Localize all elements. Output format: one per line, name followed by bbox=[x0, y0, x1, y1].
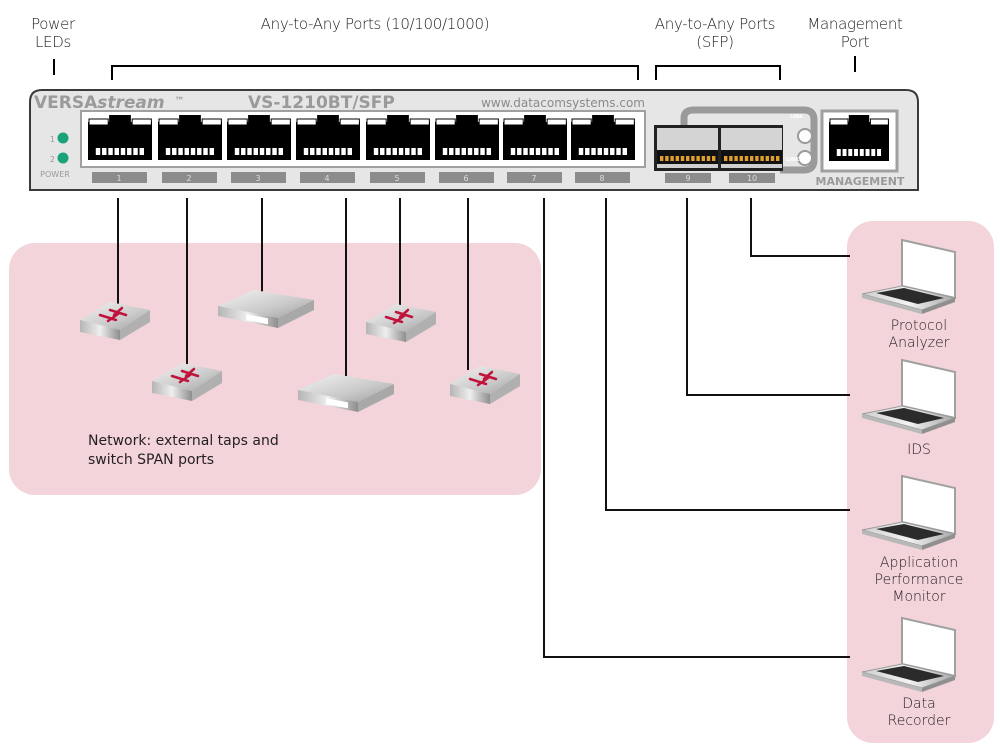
tool-name-3-line-2: Performance bbox=[875, 572, 964, 588]
port-number-7: 7 bbox=[531, 174, 536, 183]
port-number-10: 10 bbox=[747, 174, 757, 183]
tool-name-2-line-1: IDS bbox=[907, 442, 931, 458]
port-number-8: 8 bbox=[599, 174, 604, 183]
link-label-2: LINK bbox=[786, 157, 800, 163]
laptop-icon bbox=[861, 474, 957, 550]
port-number-9: 9 bbox=[685, 174, 690, 183]
tool-name-1-line-1: Protocol bbox=[891, 318, 947, 334]
port-label-bg-4 bbox=[300, 172, 355, 183]
tap-front-label bbox=[246, 314, 268, 325]
network-tap-port-4 bbox=[298, 374, 394, 412]
tool-laptops bbox=[861, 238, 957, 692]
laptop-icon bbox=[861, 238, 957, 314]
model-name: VS-1210BT/SFP bbox=[248, 93, 395, 113]
network-devices bbox=[80, 290, 520, 412]
tool-name-4-line-2: Recorder bbox=[888, 713, 951, 729]
copper-port-8[interactable] bbox=[571, 115, 635, 160]
tool-name-4-line-1: Data bbox=[902, 696, 935, 712]
management-rj45[interactable] bbox=[829, 115, 889, 161]
website-url: www.datacomsystems.com bbox=[481, 96, 645, 110]
copper-port-7[interactable] bbox=[503, 115, 567, 160]
network-zone bbox=[9, 243, 541, 495]
connection-lines bbox=[117, 198, 850, 658]
management-label: MANAGEMENT bbox=[816, 175, 905, 188]
port-number-6: 6 bbox=[463, 174, 468, 183]
network-caption-line-1: Network: external taps and bbox=[88, 433, 279, 449]
callout-power-leds: Power LEDs bbox=[31, 15, 75, 51]
sfp-ports-bracket bbox=[655, 65, 781, 80]
laptop-icon bbox=[861, 616, 957, 692]
sfp-port-9[interactable] bbox=[657, 128, 718, 168]
link-port-10-protocol-analyzer bbox=[750, 198, 850, 257]
power-led-1 bbox=[57, 132, 69, 144]
brand-logo: VERSAstream ™ bbox=[34, 93, 185, 113]
switch-arrows-icon bbox=[170, 367, 200, 384]
copper-port-4[interactable] bbox=[296, 115, 360, 160]
port-label-bg-3 bbox=[231, 172, 286, 183]
sfp-link-outline bbox=[680, 106, 818, 174]
callout-management-port: Management Port bbox=[807, 15, 903, 51]
port-label-bg-2 bbox=[162, 172, 217, 183]
port-label-bg-5 bbox=[370, 172, 425, 183]
tap-front-label bbox=[326, 398, 348, 409]
power-label: POWER bbox=[40, 170, 70, 179]
port-number-5: 5 bbox=[394, 174, 399, 183]
sfp-link-led-10 bbox=[797, 150, 813, 166]
callout-sfp-ports: Any-to-Any Ports (SFP) bbox=[654, 15, 776, 51]
port-label-bg-1 bbox=[92, 172, 147, 183]
network-switch-port-6 bbox=[450, 366, 520, 404]
sfp-port-10[interactable] bbox=[721, 128, 782, 168]
power-led-2 bbox=[57, 152, 69, 164]
tool-name-3-line-1: Application bbox=[880, 555, 958, 571]
copper-ports: 1 2 3 4 5 6 7 8 bbox=[88, 115, 635, 183]
power-leds bbox=[57, 132, 69, 164]
network-tap-port-3 bbox=[218, 290, 314, 328]
sfp-link-led-9 bbox=[797, 128, 813, 144]
laptop-icon bbox=[861, 358, 957, 434]
sfp-ports: 9 10 bbox=[654, 125, 783, 183]
copper-ports-bracket bbox=[111, 65, 639, 80]
port-number-2: 2 bbox=[186, 174, 191, 183]
port-label-bg-8 bbox=[575, 172, 630, 183]
led-label-2: 2 bbox=[50, 155, 55, 164]
tool-name-3-line-3: Monitor bbox=[892, 589, 945, 605]
network-switch-port-1 bbox=[80, 302, 150, 340]
led-label-1: 1 bbox=[50, 135, 55, 144]
network-switch-port-5 bbox=[366, 304, 436, 342]
switch-arrows-icon bbox=[98, 306, 128, 323]
port-number-4: 4 bbox=[324, 174, 329, 183]
copper-port-5[interactable] bbox=[366, 115, 430, 160]
callout-brackets bbox=[53, 56, 856, 80]
tool-name-1-line-2: Analyzer bbox=[889, 335, 950, 351]
port-number-1: 1 bbox=[116, 174, 121, 183]
port-number-3: 3 bbox=[255, 174, 260, 183]
switch-arrows-icon bbox=[384, 308, 414, 325]
copper-port-3[interactable] bbox=[227, 115, 291, 160]
network-switch-port-2 bbox=[152, 363, 222, 401]
management-port bbox=[829, 115, 889, 161]
network-caption-line-2: switch SPAN ports bbox=[88, 452, 214, 468]
port-label-bg-7 bbox=[507, 172, 562, 183]
copper-port-2[interactable] bbox=[158, 115, 222, 160]
link-label-1: LINK bbox=[790, 114, 804, 120]
link-port-8-apm bbox=[605, 198, 850, 511]
link-port-9-ids bbox=[686, 198, 850, 396]
switch-arrows-icon bbox=[468, 370, 498, 387]
copper-port-6[interactable] bbox=[435, 115, 499, 160]
callout-copper-ports: Any-to-Any Ports (10/100/1000) bbox=[260, 15, 490, 33]
port-label-bg-6 bbox=[439, 172, 494, 183]
copper-port-1[interactable] bbox=[88, 115, 152, 160]
link-port-7-data-recorder bbox=[543, 198, 850, 658]
